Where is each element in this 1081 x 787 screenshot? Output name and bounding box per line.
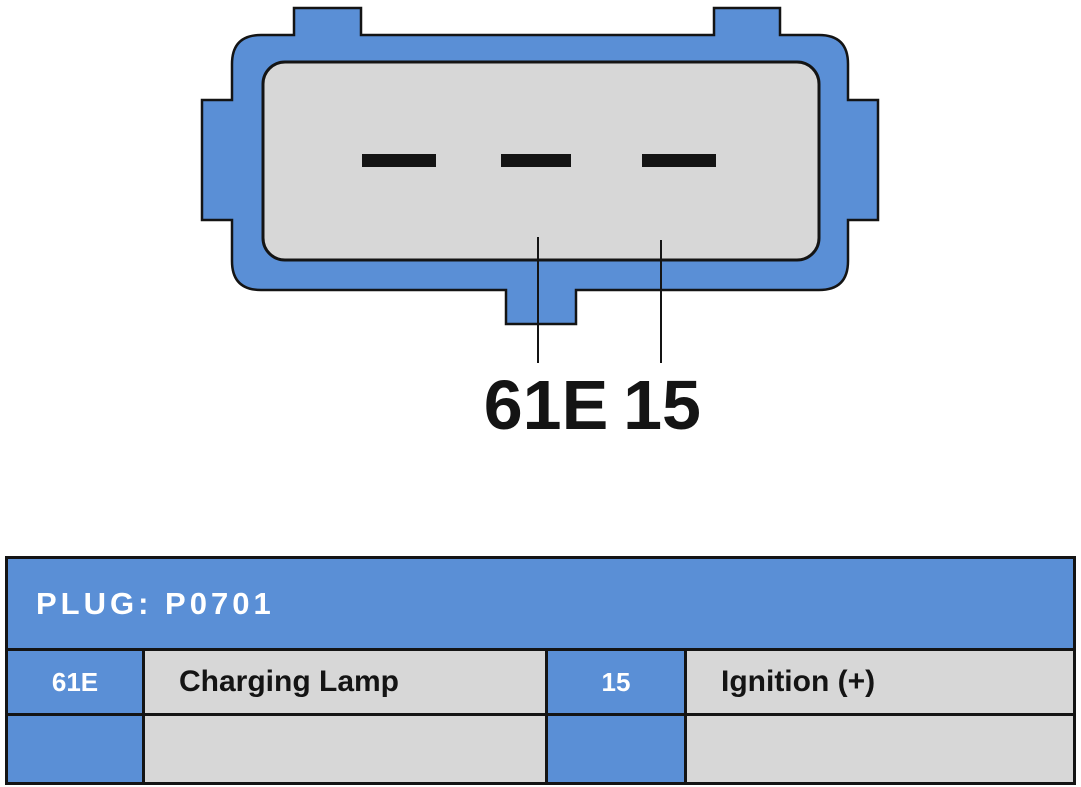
pin-slot-2 (501, 154, 571, 167)
empty-pin-cell-1 (8, 716, 142, 782)
table-title: PLUG: P0701 (8, 559, 1073, 648)
pin-cell-61e: 61E (8, 651, 142, 713)
pin-cell-15: 15 (548, 651, 684, 713)
pin-label-15: 15 (623, 366, 701, 444)
pin-slot-1 (362, 154, 436, 167)
pin-label-61e: 61E (484, 366, 609, 444)
empty-desc-cell-1 (145, 716, 545, 782)
plug-table: PLUG: P0701 61E Charging Lamp 15 Ignitio… (5, 556, 1076, 785)
pin-slots (362, 154, 716, 167)
desc-cell-ignition: Ignition (+) (687, 651, 1073, 713)
empty-desc-cell-2 (687, 716, 1073, 782)
pin-slot-3 (642, 154, 716, 167)
empty-pin-cell-2 (548, 716, 684, 782)
plug-diagram: 61E 15 (200, 6, 880, 444)
desc-cell-charging-lamp: Charging Lamp (145, 651, 545, 713)
